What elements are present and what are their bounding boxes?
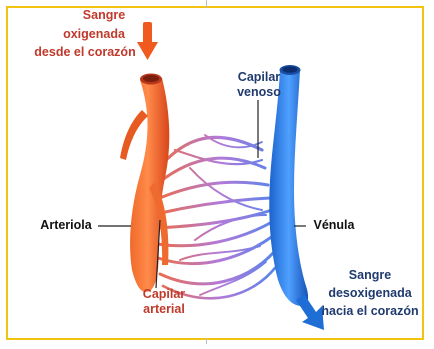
oxygenated-line-1: Sangre <box>64 8 144 23</box>
venous-capillary-line-1: Capilar <box>224 70 294 85</box>
deoxygenated-line-1: Sangre <box>318 268 422 283</box>
arteriole-text: Arteriola <box>40 218 91 232</box>
deoxygenated-line-3: hacia el corazón <box>318 304 422 319</box>
oxygenated-blood-label: Sangre <box>64 8 144 23</box>
arterial-capillary-label: Capilar arterial <box>134 287 194 317</box>
oxygenated-blood-label-2: oxigenada <box>44 27 144 42</box>
venous-capillary-line-2: venoso <box>224 85 294 100</box>
arterial-capillary-line-2: arterial <box>134 302 194 317</box>
venous-capillary-label: Capilar venoso <box>224 70 294 100</box>
oxygenated-blood-label-3: desde el corazón <box>26 45 144 60</box>
oxygenated-line-2: oxigenada <box>44 27 144 42</box>
arteriole-label: Arteriola <box>34 218 98 233</box>
venule-label: Vénula <box>306 218 362 233</box>
deoxygenated-blood-label: Sangre desoxigenada hacia el corazón <box>318 268 422 319</box>
bottom-tick <box>206 338 207 344</box>
arterial-capillary-line-1: Capilar <box>134 287 194 302</box>
top-tick <box>206 0 207 8</box>
deoxygenated-line-2: desoxigenada <box>318 286 422 301</box>
venule-text: Vénula <box>314 218 355 232</box>
oxygenated-line-3: desde el corazón <box>26 45 144 60</box>
